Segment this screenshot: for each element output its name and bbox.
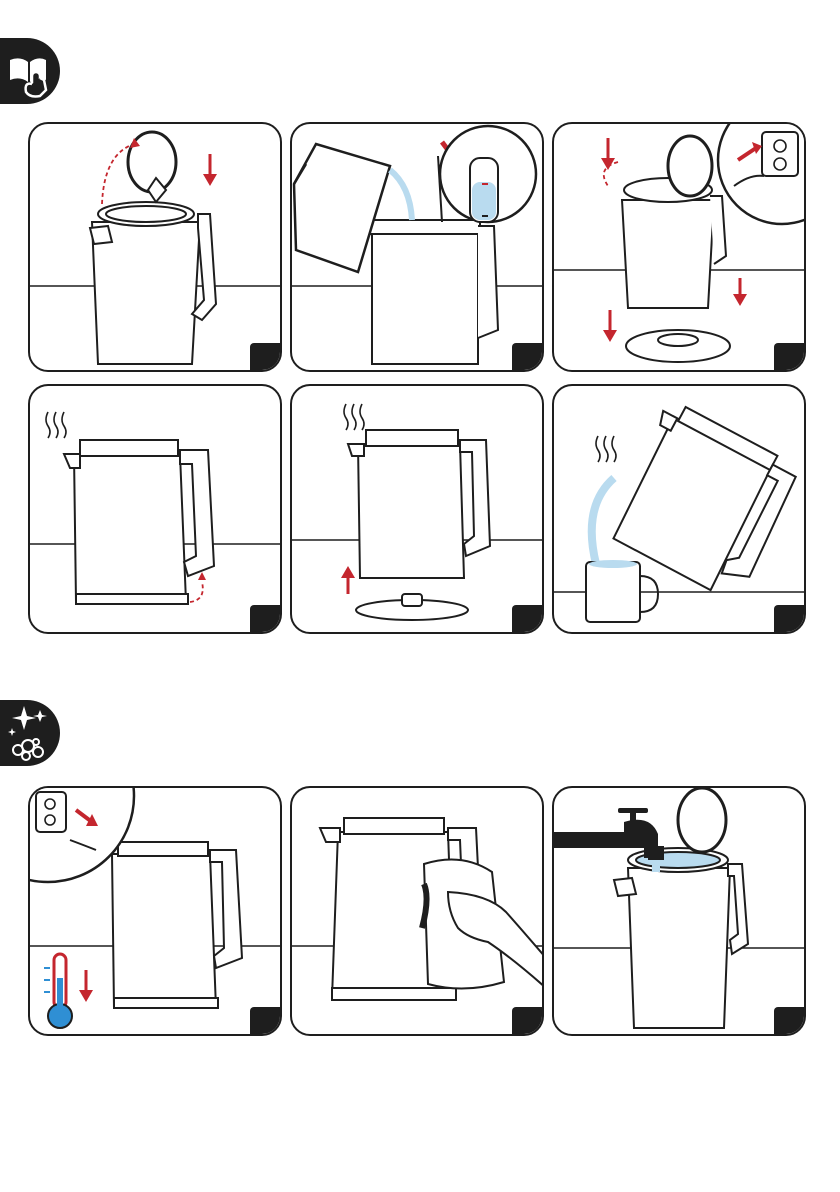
water-stream-icon [592,478,614,564]
cleaning-section-badge [0,700,60,766]
water-stream-icon [390,170,412,220]
steam-icon [344,404,364,430]
sparkle-clean-icon [0,700,60,766]
step-unplug-cool-panel [28,786,282,1036]
tap-icon [554,808,664,860]
press-arrow-icon [203,154,217,186]
step-open-lid-panel [28,122,282,372]
water-level-window-icon [440,126,536,222]
step-number-tag [250,605,280,632]
step-number-tag [512,1007,542,1034]
step-number-tag [774,1007,804,1034]
mug-icon [586,560,658,622]
lift-arrow-icon [341,566,355,594]
cloth-hand-icon [422,860,544,989]
plug-socket-icon [718,124,806,224]
thermometer-cool-icon [44,954,93,1028]
step-rinse-inside-panel [552,786,806,1036]
step-number-tag [512,343,542,370]
step-wipe-outside-panel [290,786,544,1036]
step-fill-water-panel [290,122,544,372]
steam-icon [596,436,616,462]
step-number-tag [250,1007,280,1034]
step-number-tag [512,605,542,632]
step-switch-on-panel [28,384,282,634]
step-place-on-base-panel [552,122,806,372]
switch-arrow-icon [190,582,203,602]
manual-hand-icon [0,38,60,104]
usage-section-badge [0,38,60,104]
step-lift-from-base-panel [290,384,544,634]
step-number-tag [250,343,280,370]
steam-icon [46,412,66,438]
step-pour-water-panel [552,384,806,634]
step-number-tag [774,605,804,632]
step-number-tag [774,343,804,370]
